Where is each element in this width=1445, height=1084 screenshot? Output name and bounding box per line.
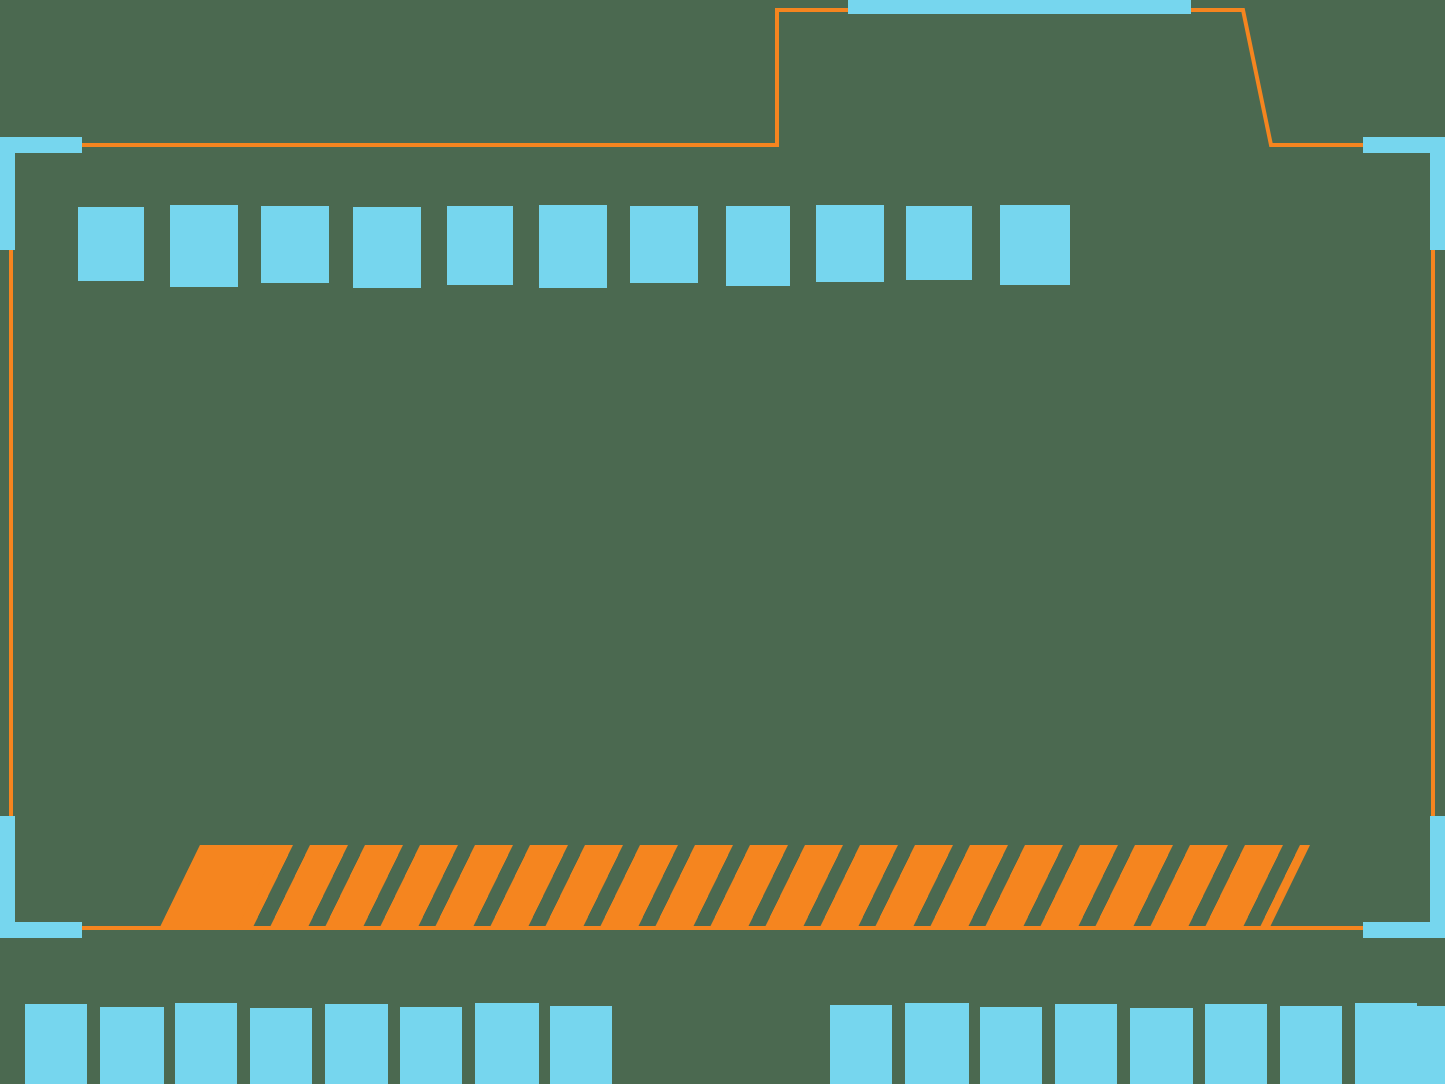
strip-square <box>816 205 884 282</box>
corner-bracket-top-left-vertical-arm <box>0 137 15 250</box>
strip-square <box>325 1004 388 1084</box>
corner-bracket-bottom-right-vertical-arm <box>1430 816 1445 938</box>
strip-square <box>353 207 421 288</box>
strip-square <box>1355 1003 1417 1084</box>
strip-square <box>1205 1004 1267 1084</box>
strip-square <box>830 1005 892 1084</box>
strip-square <box>539 205 607 288</box>
strip-square <box>250 1008 312 1084</box>
strip-square <box>447 206 513 285</box>
top-tab-bar <box>848 0 1191 14</box>
corner-bracket-top-right-horizontal-arm <box>1363 137 1445 153</box>
strip-square <box>261 206 329 283</box>
strip-square <box>175 1003 237 1084</box>
strip-square <box>78 207 144 281</box>
corner-bracket-top-left-horizontal-arm <box>0 137 82 153</box>
strip-square <box>475 1003 539 1084</box>
strip-square <box>1055 1004 1117 1084</box>
corner-bracket-bottom-left-vertical-arm <box>0 816 15 938</box>
strip-square <box>400 1007 462 1084</box>
strip-square <box>1130 1008 1193 1084</box>
corner-bracket-bottom-right-horizontal-arm <box>1363 922 1445 938</box>
strip-square <box>1000 205 1070 285</box>
corner-bracket-bottom-left-horizontal-arm <box>0 922 82 938</box>
strip-square <box>25 1004 87 1084</box>
strip-square <box>906 206 972 280</box>
strip-square <box>726 206 790 286</box>
strip-square <box>170 205 238 287</box>
strip-square <box>550 1006 612 1084</box>
hud-frame-outline <box>9 8 1435 930</box>
strip-square <box>1415 1006 1445 1084</box>
strip-square <box>100 1007 164 1084</box>
diagonal-striped-banner <box>158 845 1310 930</box>
corner-bracket-top-right-vertical-arm <box>1430 137 1445 250</box>
strip-square <box>905 1003 969 1084</box>
strip-square <box>980 1007 1042 1084</box>
strip-square <box>630 206 698 283</box>
strip-square <box>1280 1006 1342 1084</box>
